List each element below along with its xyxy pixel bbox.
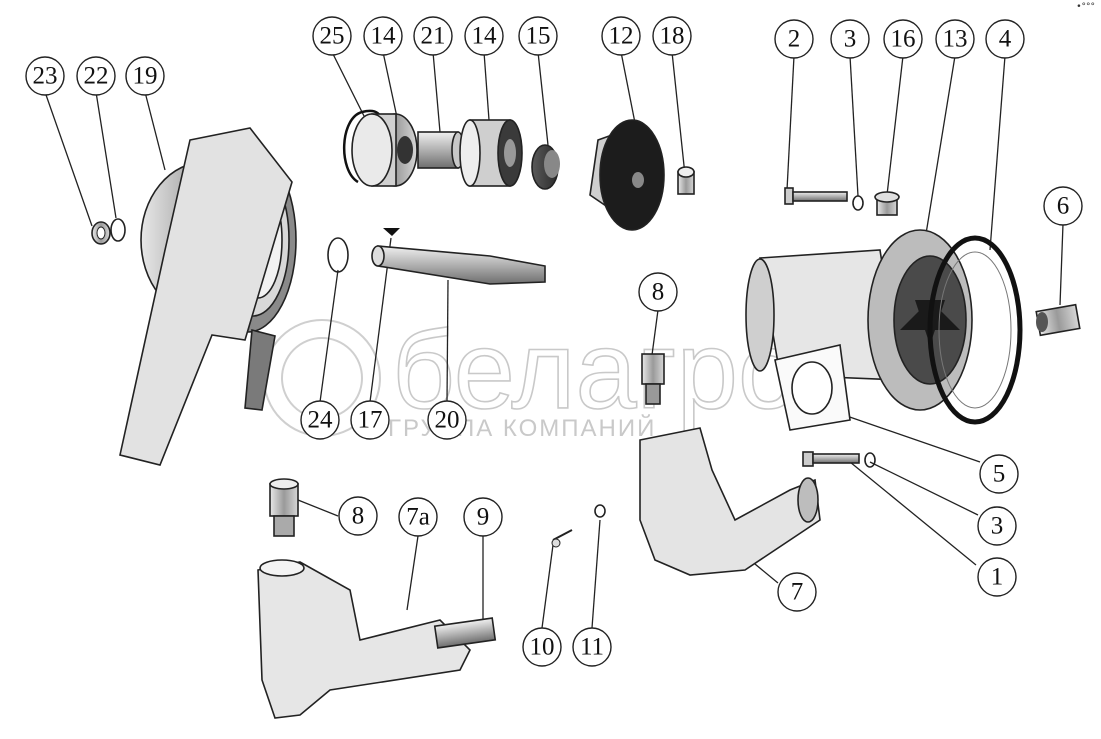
callout-12: 12 <box>601 16 641 56</box>
svg-text:9: 9 <box>477 504 490 531</box>
callout-4: 4 <box>985 19 1025 59</box>
svg-text:20: 20 <box>435 407 460 434</box>
callout-6: 6 <box>1043 186 1083 226</box>
svg-text:12: 12 <box>609 23 634 50</box>
gasket-4 <box>927 235 1023 425</box>
callout-15: 15 <box>518 16 558 56</box>
bearing-14 <box>351 113 418 187</box>
pulley-19 <box>119 127 297 466</box>
callout-18: 18 <box>652 16 692 56</box>
callout-3b: 3 <box>977 506 1017 546</box>
svg-text:4: 4 <box>999 26 1012 53</box>
svg-text:2: 2 <box>788 26 801 53</box>
callout-13: 13 <box>935 19 975 59</box>
impeller-12 <box>589 119 665 231</box>
svg-text:21: 21 <box>421 23 446 50</box>
fitting-8b <box>269 478 299 537</box>
svg-text:5: 5 <box>993 461 1006 488</box>
svg-text:14: 14 <box>371 23 397 50</box>
callout-20: 20 <box>427 400 467 440</box>
svg-text:7а: 7а <box>406 504 430 531</box>
callout-3: 3 <box>830 19 870 59</box>
sleeve-21 <box>417 131 465 169</box>
key-17 <box>383 228 400 236</box>
svg-text:23: 23 <box>33 63 58 90</box>
washer-11 <box>594 504 606 518</box>
fitting-6 <box>1035 303 1081 337</box>
elbow-pipe-7 <box>639 427 821 576</box>
callout-17: 17 <box>350 400 390 440</box>
svg-text:13: 13 <box>943 26 968 53</box>
bolt-2 <box>784 187 848 205</box>
svg-text:16: 16 <box>891 26 916 53</box>
callout-8b: 8 <box>338 496 378 536</box>
svg-text:22: 22 <box>84 63 109 90</box>
bushing-18 <box>677 166 695 195</box>
callout-7: 7 <box>777 572 817 612</box>
callout-23: 23 <box>25 56 65 96</box>
callout-16: 16 <box>883 19 923 59</box>
svg-text:10: 10 <box>530 634 555 661</box>
svg-text:3: 3 <box>991 513 1004 540</box>
washer-3 <box>852 195 864 211</box>
screw-10 <box>551 529 573 548</box>
gasket-5 <box>774 344 851 431</box>
callouts: 23 22 19 25 14 21 14 15 12 18 2 3 16 13 … <box>25 16 1083 667</box>
svg-text:8: 8 <box>352 503 365 530</box>
oring-24 <box>327 237 349 273</box>
svg-text:6: 6 <box>1057 193 1070 220</box>
callout-11: 11 <box>572 627 612 667</box>
nipple-9 <box>433 617 497 649</box>
callout-22: 22 <box>76 56 116 96</box>
fitting-8 <box>641 353 665 405</box>
bearing-14b <box>459 119 523 187</box>
svg-text:14: 14 <box>472 23 498 50</box>
shaft-20 <box>371 245 546 285</box>
svg-text:19: 19 <box>133 63 158 90</box>
plug-16 <box>874 191 900 216</box>
callout-1: 1 <box>977 557 1017 597</box>
callout-14: 14 <box>363 16 403 56</box>
callout-2: 2 <box>774 19 814 59</box>
svg-text:8: 8 <box>652 279 665 306</box>
bushing-23 <box>91 221 111 245</box>
callout-21: 21 <box>413 16 453 56</box>
svg-text:3: 3 <box>844 26 857 53</box>
svg-text:24: 24 <box>308 407 334 434</box>
callout-10: 10 <box>522 627 562 667</box>
callout-7a: 7а <box>398 497 438 537</box>
svg-text:1: 1 <box>991 564 1004 591</box>
svg-text:7: 7 <box>791 579 804 606</box>
elbow-pipe-7a <box>257 559 471 719</box>
callout-9: 9 <box>463 497 503 537</box>
ring-22 <box>110 218 126 242</box>
svg-text:17: 17 <box>358 407 383 434</box>
washer-3b <box>864 452 876 468</box>
callout-5: 5 <box>979 454 1019 494</box>
svg-text:15: 15 <box>526 23 551 50</box>
bolt-1 <box>802 451 860 467</box>
callout-24: 24 <box>300 400 340 440</box>
callout-25: 25 <box>312 16 352 56</box>
watermark: белагро ГРУППА КОМПАНИЙ <box>263 308 800 442</box>
corner-mark: •°°° <box>1076 2 1095 12</box>
svg-text:18: 18 <box>660 23 685 50</box>
callout-14b: 14 <box>464 16 504 56</box>
svg-text:11: 11 <box>580 634 604 661</box>
leader-lines <box>44 51 1064 629</box>
callout-19: 19 <box>125 56 165 96</box>
svg-text:25: 25 <box>320 23 345 50</box>
seal-15 <box>531 144 560 190</box>
callout-8: 8 <box>638 272 678 312</box>
